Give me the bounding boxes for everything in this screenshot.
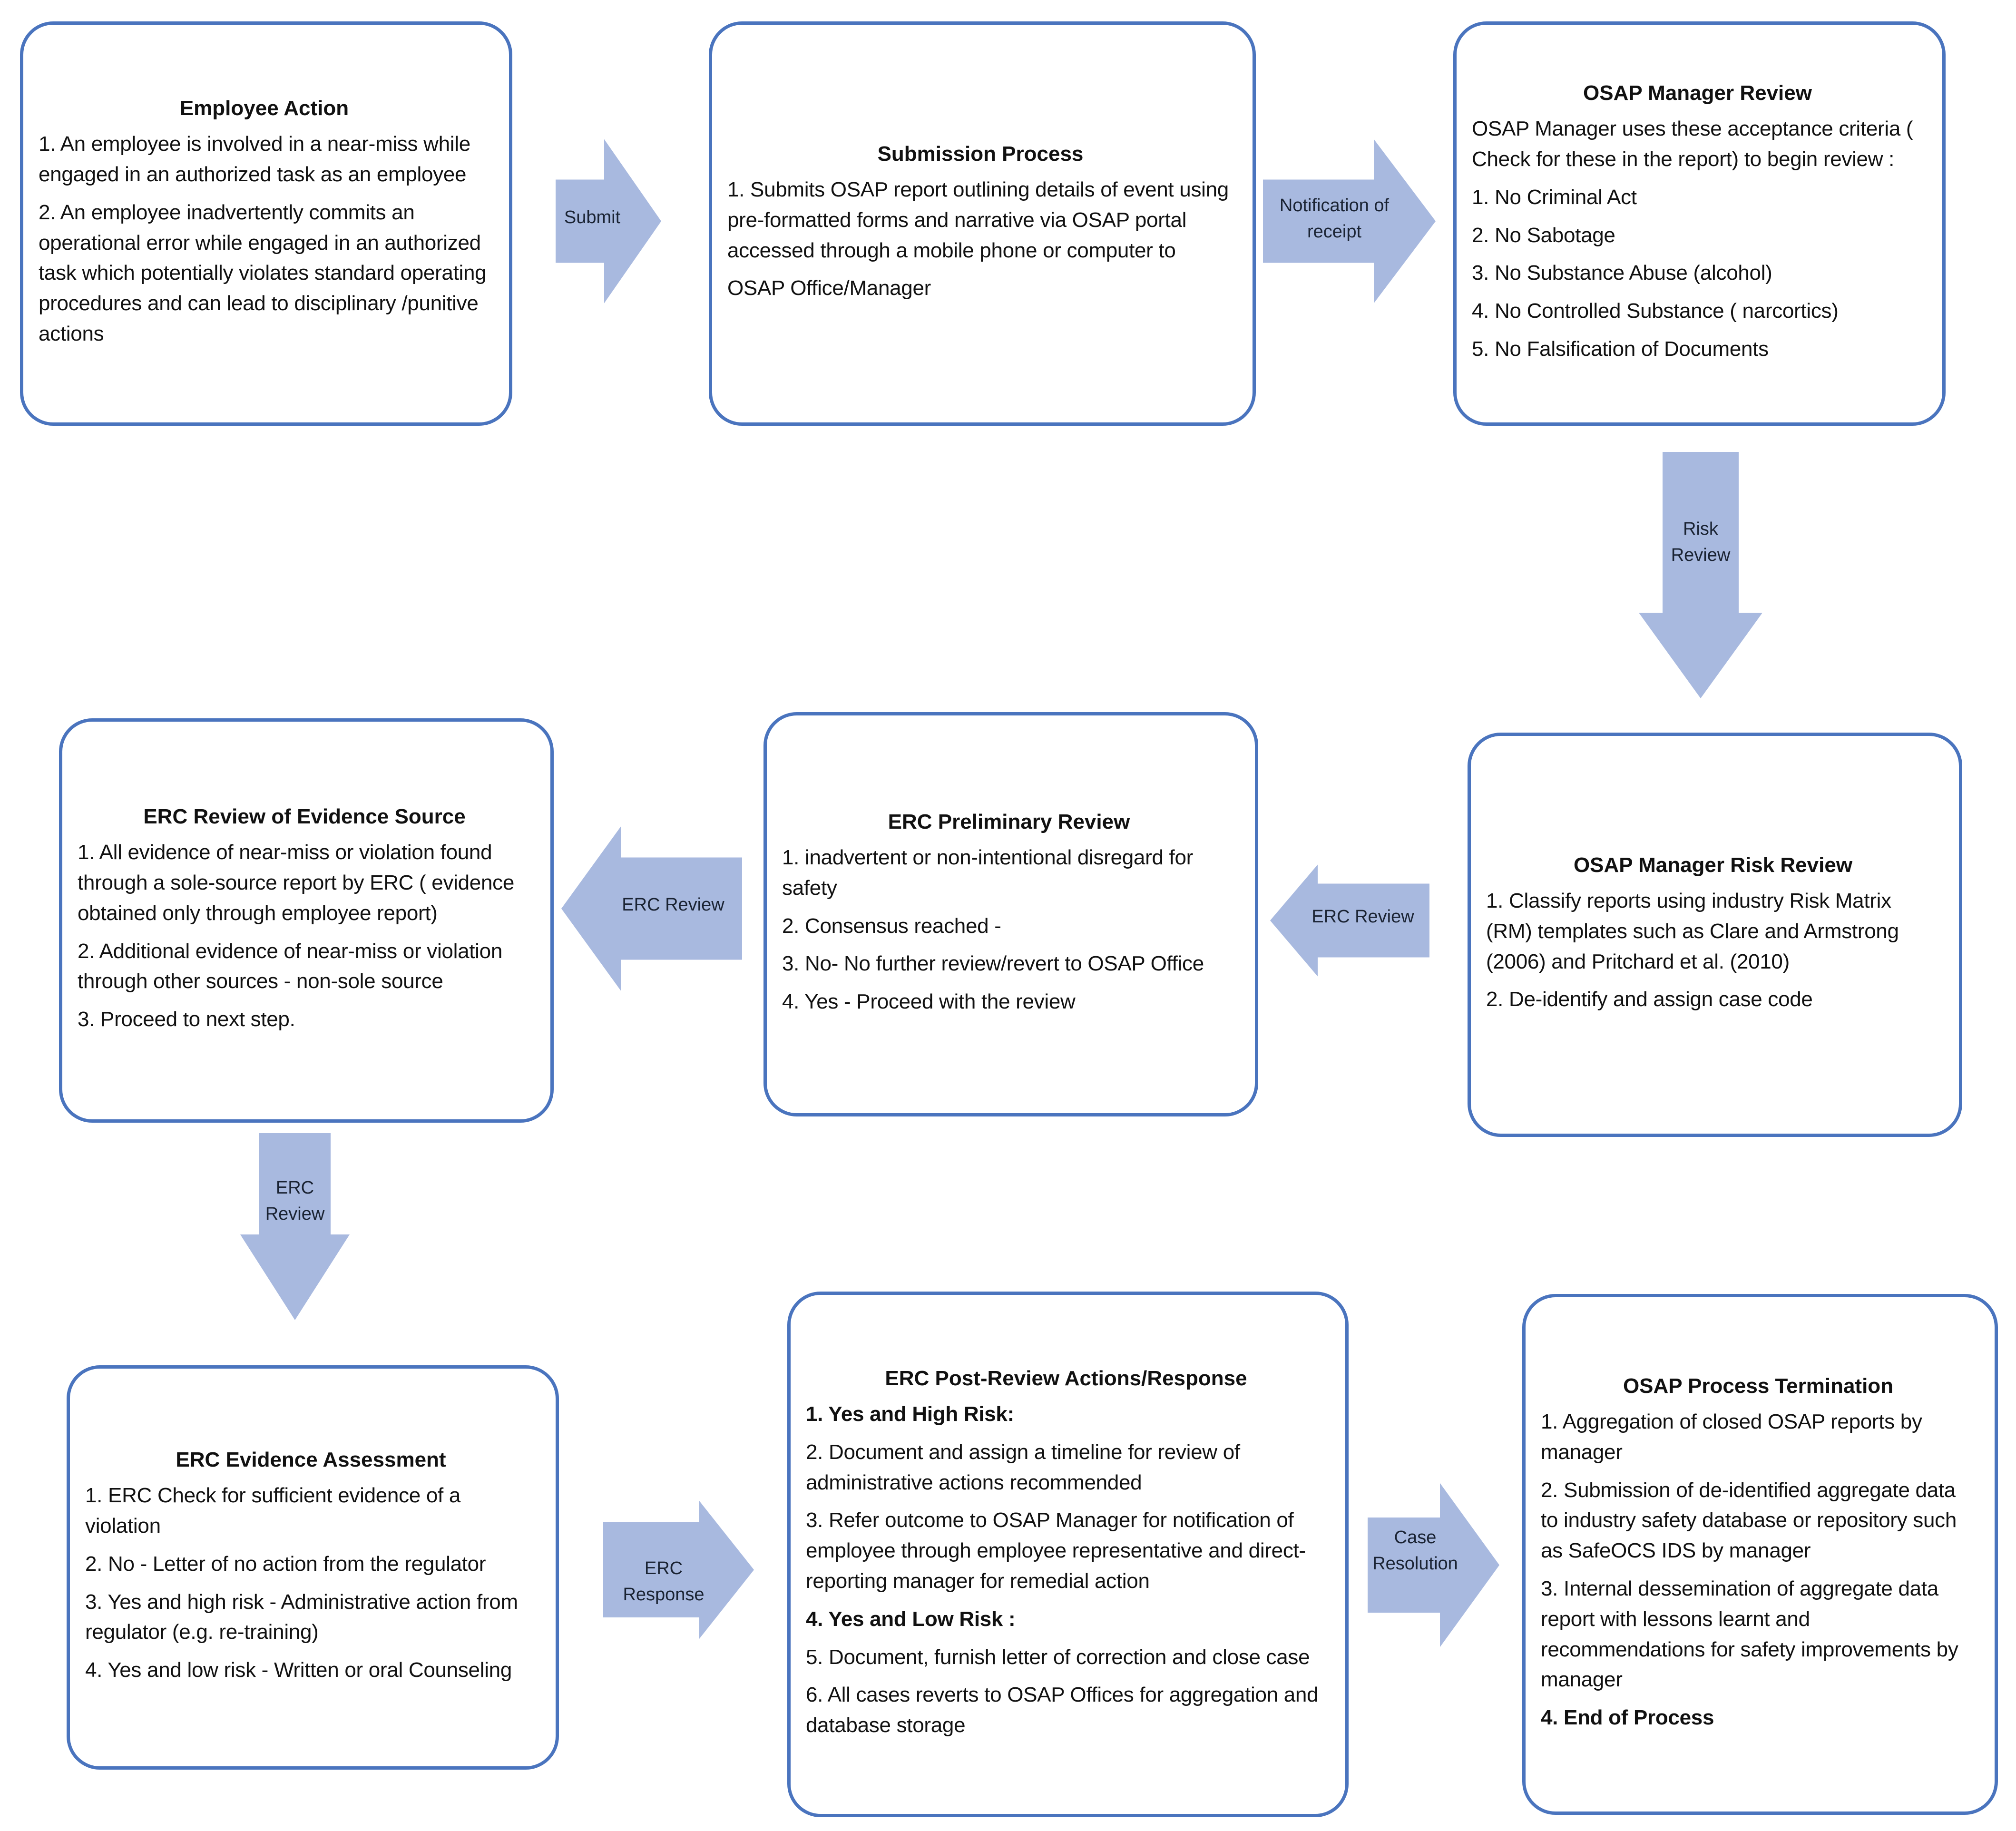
box-title: OSAP Process Termination xyxy=(1623,1374,1894,1398)
list-item: 4. No Controlled Substance ( narcortics) xyxy=(1472,299,1839,323)
list-item: 5. No Falsification of Documents xyxy=(1472,337,1769,361)
list-item: 4. Yes - Proceed with the review xyxy=(782,990,1076,1014)
arrow-label-erc-response: ERC Response xyxy=(623,1558,705,1605)
list-item: 2. An employee inadvertently commits an … xyxy=(39,200,487,345)
list-item: 1. Aggregation of closed OSAP reports by… xyxy=(1541,1410,1922,1464)
list-item: 2. Submission of de-identified aggregate… xyxy=(1541,1478,1957,1563)
list-item: OSAP Manager uses these acceptance crite… xyxy=(1472,117,1913,171)
arrow-notification xyxy=(1263,139,1436,304)
box-employee-action: Employee Action 1. An employee is involv… xyxy=(20,21,512,426)
box-erc-evidence-assessment: ERC Evidence Assessment 1. ERC Check for… xyxy=(67,1365,559,1770)
box-title: Employee Action xyxy=(179,97,349,120)
arrow-label-erc-review-2: ERC Review xyxy=(622,895,724,915)
list-item: 3. Proceed to next step. xyxy=(78,1008,295,1031)
box-title: ERC Preliminary Review xyxy=(888,810,1130,833)
arrow-label-risk-review: Risk Review xyxy=(1671,519,1731,566)
arrow-label-erc-review-1: ERC Review xyxy=(1311,907,1414,927)
arrow-label-submit: Submit xyxy=(564,207,621,227)
list-item: 4. Yes and Low Risk : xyxy=(806,1607,1016,1631)
arrow-label-notification: Notification of receipt xyxy=(1279,196,1390,242)
box-erc-post-review: ERC Post-Review Actions/Response 1. Yes … xyxy=(787,1292,1349,1817)
list-item: 6. All cases reverts to OSAP Offices for… xyxy=(806,1683,1319,1737)
list-item: 1. An employee is involved in a near-mis… xyxy=(39,132,470,186)
arrow-submit xyxy=(556,139,661,304)
list-item: 1. ERC Check for sufficient evidence of … xyxy=(85,1484,461,1537)
list-item: 3. No- No further review/revert to OSAP … xyxy=(782,952,1204,976)
list-item: 1. No Criminal Act xyxy=(1472,185,1637,209)
arrow-erc-review-1 xyxy=(1270,864,1429,977)
list-item: 1. Classify reports using industry Risk … xyxy=(1486,889,1899,973)
box-title: OSAP Manager Risk Review xyxy=(1573,853,1853,877)
list-item: 5. Document, furnish letter of correctio… xyxy=(806,1645,1310,1669)
box-osap-manager-risk-review: OSAP Manager Risk Review 1. Classify rep… xyxy=(1468,733,1962,1137)
arrow-label-case-resolution: Case Resolution xyxy=(1372,1527,1458,1574)
box-title: ERC Evidence Assessment xyxy=(176,1448,446,1472)
arrow-erc-response xyxy=(603,1501,754,1639)
box-osap-process-termination: OSAP Process Termination 1. Aggregation … xyxy=(1522,1294,1998,1815)
list-item: 3. Refer outcome to OSAP Manager for not… xyxy=(806,1508,1306,1593)
list-item: 4. End of Process xyxy=(1541,1706,1714,1730)
box-erc-review-evidence-source: ERC Review of Evidence Source 1. All evi… xyxy=(59,718,554,1123)
list-item: 1. Yes and High Risk: xyxy=(806,1402,1014,1426)
list-item: 3. Internal dessemination of aggregate d… xyxy=(1541,1577,1958,1692)
list-item: 2. Document and assign a timeline for re… xyxy=(806,1440,1240,1494)
arrow-case-resolution xyxy=(1368,1483,1499,1647)
box-submission-process: Submission Process 1. Submits OSAP repor… xyxy=(709,21,1256,426)
arrow-risk-review xyxy=(1639,452,1762,698)
list-item: 2. No - Letter of no action from the reg… xyxy=(85,1552,486,1576)
box-osap-manager-review: OSAP Manager Review OSAP Manager uses th… xyxy=(1453,21,1946,426)
list-item: 1. Submits OSAP report outlining details… xyxy=(727,177,1229,262)
box-erc-preliminary-review: ERC Preliminary Review 1. inadvertent or… xyxy=(763,712,1258,1116)
list-item: 1. All evidence of near-miss or violatio… xyxy=(78,841,514,925)
arrow-label-erc-review-down: ERC Review xyxy=(265,1178,325,1224)
list-item: 2. Consensus reached - xyxy=(782,914,1001,938)
list-item: 2. Additional evidence of near-miss or v… xyxy=(78,939,502,993)
list-item: 3. No Substance Abuse (alcohol) xyxy=(1472,261,1772,285)
box-title: ERC Review of Evidence Source xyxy=(143,805,466,829)
list-item: OSAP Office/Manager xyxy=(727,276,931,300)
box-title: Submission Process xyxy=(877,142,1084,166)
list-item: 1. inadvertent or non-intentional disreg… xyxy=(782,846,1193,900)
arrow-erc-review-down xyxy=(240,1133,350,1320)
list-item: 3. Yes and high risk - Administrative ac… xyxy=(85,1590,518,1644)
list-item: 2. De-identify and assign case code xyxy=(1486,988,1813,1011)
box-title: OSAP Manager Review xyxy=(1583,81,1812,105)
list-item: 2. No Sabotage xyxy=(1472,223,1615,247)
box-title: ERC Post-Review Actions/Response xyxy=(885,1367,1247,1390)
arrow-erc-review-2 xyxy=(561,826,742,991)
list-item: 4. Yes and low risk - Written or oral Co… xyxy=(85,1658,512,1682)
